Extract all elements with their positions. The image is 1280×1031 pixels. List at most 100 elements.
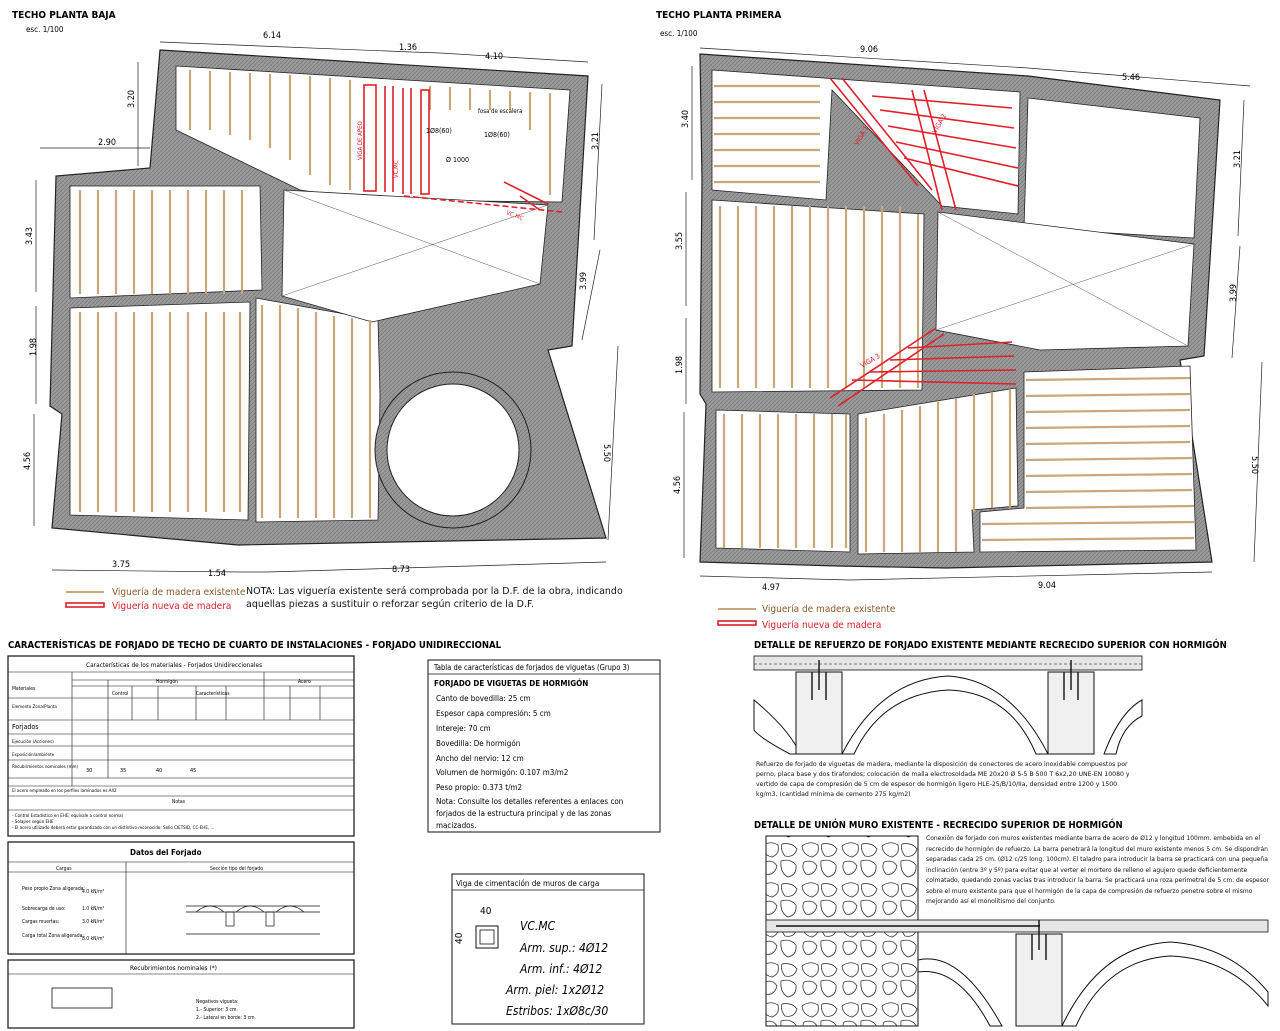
viga-cim-line-3: Estribos: 1xØ8c/30: [506, 1004, 608, 1018]
dim-f-0: 9.06: [860, 45, 878, 55]
vig-line-9: macizados.: [436, 821, 477, 830]
first-dimension-lines: [683, 47, 1263, 581]
viguetas-frame: [427, 659, 661, 833]
ground-circle-room: [386, 383, 520, 517]
detail2-connectors: [1031, 920, 1047, 960]
dim-g-7: 3.99: [579, 272, 589, 290]
legend-new-text: Viguería nueva de madera: [112, 600, 231, 612]
plan-first-floor: TECHO PLANTA PRIMERA esc. 1/100 VIGA 1 V…: [656, 10, 1263, 631]
load-3-label: Carga total Zona aligerada:: [22, 933, 84, 939]
plan-ground-title: TECHO PLANTA BAJA: [12, 10, 116, 21]
plan-first-title: TECHO PLANTA PRIMERA: [656, 10, 781, 21]
label-viga-apeo: VIGA DE APEO: [357, 121, 364, 160]
dim-g-13: 8.73: [392, 565, 410, 575]
label-fosa: fosa de escalera: [478, 108, 522, 115]
ground-legend: Viguería de madera existente Viguería nu…: [65, 586, 623, 612]
load-1-value: 1.0 kN/m²: [82, 906, 104, 912]
vig-line-7: Nota: Consulte los detalles referentes a…: [436, 797, 623, 806]
recub-note-1: 1.- Superior: 3 cm.: [196, 1007, 238, 1013]
dim-g-5: 3.21: [591, 132, 601, 150]
ground-dimension-lines: [33, 41, 619, 573]
viga-cim-name: VC.MC: [520, 919, 556, 933]
dim-f-3: 3.21: [1233, 150, 1243, 168]
char-materiales: Materiales: [12, 686, 36, 692]
char-title: CARACTERÍSTICAS DE FORJADO DE TECHO DE C…: [8, 639, 502, 651]
char-forjados: Forjados: [12, 723, 39, 731]
detail1-title: DETALLE DE REFUERZO DE FORJADO EXISTENTE…: [754, 639, 1227, 651]
legend2-new-text: Viguería nueva de madera: [762, 619, 881, 631]
char-note-2: - El acero utilizado deberá estar garant…: [12, 824, 214, 831]
char-acero: Acero: [298, 679, 311, 685]
recub-diagram: [51, 987, 113, 1009]
detail1-text: Refuerzo de forjado de viguetas de mader…: [756, 761, 1130, 798]
viguetas-table: Tabla de características de forjados de …: [427, 659, 661, 833]
viga-cim-stirrup: [479, 929, 495, 945]
dim-g-6: 3.43: [25, 227, 35, 245]
viga-cimentacion-box: Viga de cimentación de muros de carga 40…: [451, 873, 645, 1025]
datos-seccion: Sección tipo del forjado: [210, 865, 263, 872]
dim-f-4: 3.55: [675, 232, 685, 250]
char-recub-3: 45: [190, 768, 196, 774]
dim-f-6: 1.98: [675, 356, 685, 374]
detail2-vaults: [917, 941, 1269, 1027]
dim-f-2: 3.40: [681, 110, 691, 128]
recub-title: Recubrimientos nominales (*): [130, 964, 217, 972]
dim-g-2: 4.10: [485, 52, 503, 62]
dim-g-12: 1.54: [208, 569, 226, 579]
viga-cim-w: 40: [480, 906, 492, 917]
ground-new-joists: [363, 84, 563, 213]
ground-room-west: [69, 185, 263, 299]
char-hormigon: Hormigón: [156, 678, 178, 685]
legend-new-line: [65, 602, 105, 608]
detail-refuerzo: DETALLE DE REFUERZO DE FORJADO EXISTENTE…: [753, 639, 1227, 798]
legend2-new-line: [717, 620, 757, 626]
recub-frame: [7, 959, 355, 1029]
legend2-existing-text: Viguería de madera existente: [762, 603, 896, 615]
dim-f-5: 3.99: [1229, 284, 1239, 302]
ground-patio: [281, 189, 549, 323]
char-acero-note: El acero empleado en los perfiles lamina…: [12, 788, 117, 794]
dim-f-8: 5.50: [1249, 456, 1259, 474]
viguetas-header: Tabla de características de forjados de …: [433, 663, 630, 672]
viguetas-lines: Canto de bovedilla: 25 cm Espesor capa c…: [436, 694, 623, 830]
dim-g-10: 5.50: [601, 444, 611, 462]
vig-line-1: Espesor capa compresión: 5 cm: [436, 708, 551, 718]
first-room-ne: [1023, 97, 1201, 239]
dim-g-4: 3.20: [127, 90, 137, 108]
load-0-value: 4.0 kN/m²: [82, 889, 104, 895]
viguetas-title: FORJADO DE VIGUETAS DE HORMIGÓN: [434, 677, 588, 688]
detail-union-muro: DETALLE DE UNIÓN MURO EXISTENTE - RECREC…: [754, 819, 1269, 1027]
detail1-vaults: [753, 675, 1143, 755]
dim-f-1: 5.46: [1122, 73, 1140, 83]
viga-cim-section: [475, 925, 499, 949]
viga-cim-line-2: Arm. piel: 1x2Ø12: [505, 983, 604, 997]
char-notas: Notas: [172, 799, 186, 805]
char-control: Control: [112, 691, 128, 697]
dim-g-1: 1.36: [399, 43, 417, 53]
label-rebar-1: 1Ø8(60): [426, 127, 452, 135]
vig-line-8: forjados de la estructura principal y de…: [436, 809, 612, 818]
first-patio-diagonals: [935, 211, 1195, 347]
char-caracteristicas: Características: [196, 690, 230, 697]
ground-dimension-labels: 6.14 1.36 4.10 2.90 3.20 3.21 3.43 3.99 …: [23, 31, 611, 579]
load-0-label: Peso propio Zona aligerada:: [22, 886, 85, 892]
viga-cim-line-0: Arm. sup.: 4Ø12: [519, 941, 608, 955]
viga-cim-frame: [451, 873, 645, 1025]
label-vcmc-1: VC.MC: [393, 160, 400, 178]
datos-frame: [7, 841, 355, 955]
char-table-title: Características de los materiales - Forj…: [86, 661, 262, 669]
load-1-label: Sobrecarga de uso:: [22, 906, 66, 912]
first-legend: Viguería de madera existente Viguería nu…: [717, 603, 896, 631]
viga-cim-line-1: Arm. inf.: 4Ø12: [519, 962, 602, 976]
char-elemento: Elemento Zona/Planta: [12, 704, 57, 710]
plan-ground-scale: esc. 1/100: [26, 25, 64, 34]
characteristics-panel: CARACTERÍSTICAS DE FORJADO DE TECHO DE C…: [7, 639, 502, 1029]
plan-ground-floor: TECHO PLANTA BAJA esc. 1/100 VIGA DE: [12, 10, 623, 612]
vig-line-5: Volumen de hormigón: 0.107 m3/m2: [436, 767, 568, 777]
datos-grid: [8, 861, 354, 954]
detail1-connectors: [811, 660, 1079, 700]
vig-line-2: Intereje: 70 cm: [436, 724, 491, 733]
dim-f-7: 4.56: [673, 476, 683, 494]
load-2-label: Cargas muertas:: [22, 919, 59, 925]
